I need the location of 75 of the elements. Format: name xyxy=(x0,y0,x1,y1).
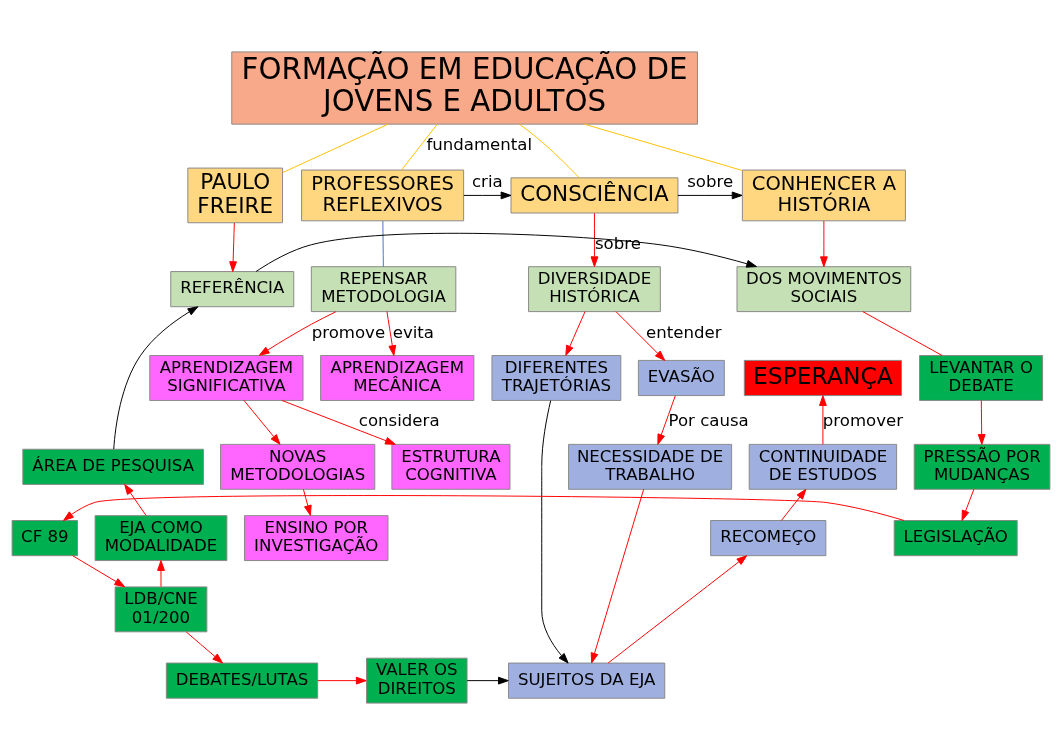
node-box: CONSCIÊNCIA xyxy=(510,177,679,214)
node-box: PRESSÃO POR MUDANÇAS xyxy=(913,443,1051,490)
node-box: EJA COMO MODALIDADE xyxy=(94,515,228,562)
node-box: PROFESSORES REFLEXIVOS xyxy=(301,169,465,222)
node-box: CONTINUIDADE DE ESTUDOS xyxy=(748,443,898,490)
arrow xyxy=(63,495,905,521)
arrow xyxy=(258,311,337,356)
edge-label: considera xyxy=(358,411,440,431)
arrow xyxy=(281,399,396,445)
node-box: APRENDIZAGEM MECÂNICA xyxy=(320,355,475,401)
node-box: REPENSAR METODOLOGIA xyxy=(310,266,457,313)
arrow xyxy=(541,400,569,664)
arrow xyxy=(317,676,367,685)
node-box: LDB/CNE 01/200 xyxy=(114,586,208,633)
node-box: DIVERSIDADE HISTÓRICA xyxy=(528,266,661,313)
arrow xyxy=(590,488,645,664)
node-box: NOVAS METODOLOGIAS xyxy=(220,443,376,490)
node-box: VALER OS DIREITOS xyxy=(366,657,468,704)
node-box: LEVANTAR O DEBATE xyxy=(919,355,1044,401)
arrow xyxy=(977,399,986,445)
arrow xyxy=(113,306,199,450)
node-box: ESPERANÇA xyxy=(743,359,902,397)
arrow xyxy=(677,191,743,200)
arrow xyxy=(463,191,512,200)
node-box: REFERÊNCIA xyxy=(170,271,295,308)
connector xyxy=(518,123,580,179)
connector xyxy=(862,311,943,356)
edge-label: sobre xyxy=(594,233,641,253)
node-box: PAULO FREIRE xyxy=(187,167,283,224)
connector xyxy=(401,123,438,171)
node-box: EVASÃO xyxy=(637,359,725,397)
node-box: DIFERENTES TRAJETÓRIAS xyxy=(491,355,622,401)
edge-label: promove xyxy=(311,322,386,342)
arrow xyxy=(780,488,807,521)
node-box: DEBATES/LUTAS xyxy=(165,662,319,699)
edge-label: cria xyxy=(471,172,503,192)
edge-label: entender xyxy=(646,322,722,342)
node-box: APRENDIZAGEM SIGNIFICATIVA xyxy=(149,355,304,401)
arrow xyxy=(72,555,126,588)
node-box: NECESSIDADE DE TRABALHO xyxy=(568,443,733,490)
node-box: RECOMEÇO xyxy=(710,520,827,557)
arrow xyxy=(615,311,666,361)
node-box: SUJEITOS DA EJA xyxy=(508,662,666,699)
node-box: ESTRUTURA COGNITIVA xyxy=(391,443,511,490)
arrow xyxy=(820,220,828,268)
connector xyxy=(382,220,384,268)
arrow xyxy=(302,488,312,516)
arrow xyxy=(124,484,147,516)
arrow xyxy=(243,399,281,445)
arrow xyxy=(819,395,827,445)
edge-label: promover xyxy=(822,411,904,431)
edge-label: sobre xyxy=(687,172,734,192)
arrow xyxy=(565,311,586,356)
arrow xyxy=(657,395,676,445)
node-box: ÁREA DE PESQUISA xyxy=(22,448,204,485)
connector xyxy=(282,123,389,174)
node-box: FORMAÇÃO EM EDUCAÇÃO DE JOVENS E ADULTOS xyxy=(231,51,698,125)
edge-label: fundamental xyxy=(426,135,533,155)
arrow xyxy=(590,212,599,268)
arrow xyxy=(607,555,748,664)
arrow xyxy=(386,311,397,356)
edge-label: evita xyxy=(392,322,434,342)
arrow xyxy=(157,560,165,588)
arrow xyxy=(466,676,509,685)
arrow xyxy=(229,222,237,272)
arrow xyxy=(255,232,757,272)
connector xyxy=(584,123,743,171)
node-box: CF 89 xyxy=(11,520,78,557)
arrow xyxy=(185,631,223,664)
node-box: DOS MOVIMENTOS SOCIAIS xyxy=(736,266,912,313)
node-box: LEGISLAÇÃO xyxy=(893,520,1018,557)
arrow xyxy=(961,488,975,521)
node-box: CONHENCER A HISTÓRIA xyxy=(741,169,906,222)
edge-label: Por causa xyxy=(668,411,749,431)
node-box: ENSINO POR INVESTIGAÇÃO xyxy=(243,515,389,562)
